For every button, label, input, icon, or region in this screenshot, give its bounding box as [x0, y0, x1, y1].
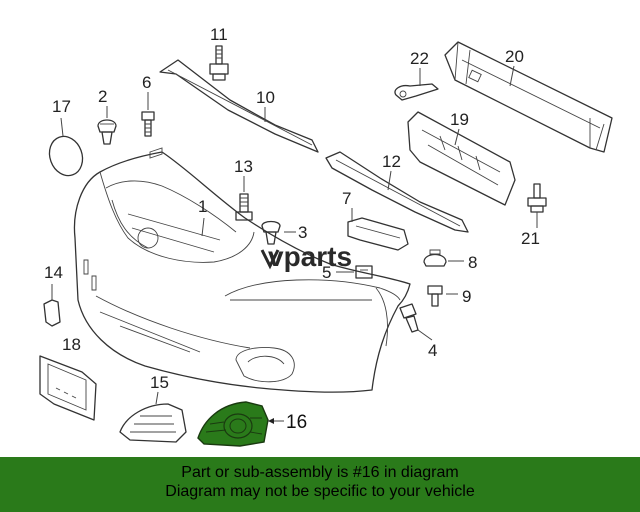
svg-text:17: 17 — [52, 97, 71, 116]
clip-part-8 — [423, 249, 447, 267]
callout-20: 20 — [505, 47, 524, 87]
svg-text:21: 21 — [521, 229, 540, 248]
svg-text:1: 1 — [198, 197, 207, 216]
callout-21: 21 — [521, 212, 540, 248]
parts-diagram: 20 22 19 21 10 — [39, 25, 613, 447]
callout-16: 16 — [268, 412, 307, 433]
svg-text:14: 14 — [44, 263, 63, 282]
callout-4: 4 — [417, 329, 437, 360]
footer-disclaimer: Diagram may not be specific to your vehi… — [165, 483, 475, 500]
svg-text:11: 11 — [210, 25, 228, 44]
svg-text:vparts: vparts — [268, 241, 352, 272]
svg-text:8: 8 — [468, 253, 477, 272]
footer-banner: Part or sub-assembly is #16 in diagram D… — [0, 457, 640, 512]
svg-text:22: 22 — [410, 49, 429, 68]
callout-5: 5 — [322, 263, 354, 282]
svg-text:12: 12 — [382, 152, 401, 171]
svg-text:5: 5 — [322, 263, 331, 282]
svg-text:19: 19 — [450, 110, 469, 129]
callout-3: 3 — [284, 223, 307, 242]
callout-7: 7 — [342, 189, 353, 222]
bracket-part-7 — [347, 217, 409, 251]
callout-2: 2 — [98, 87, 108, 118]
callout-22: 22 — [410, 49, 429, 86]
svg-text:20: 20 — [505, 47, 524, 66]
svg-text:16: 16 — [286, 412, 307, 433]
clip-part-2 — [97, 119, 117, 145]
callout-14: 14 — [44, 263, 63, 300]
bolt-part-6 — [141, 111, 155, 137]
svg-text:18: 18 — [62, 335, 81, 354]
svg-text:13: 13 — [234, 157, 253, 176]
bumper-reinforcement-part — [444, 41, 613, 153]
bolt-part-11 — [209, 45, 229, 81]
callout-13: 13 — [234, 157, 253, 192]
svg-text:10: 10 — [256, 88, 275, 107]
callout-18: 18 — [62, 335, 81, 354]
callout-1: 1 — [198, 197, 207, 237]
svg-text:15: 15 — [150, 373, 169, 392]
vparts-watermark: vparts — [260, 241, 352, 272]
bumper-cover-part — [73, 147, 411, 393]
fog-bezel-part-16 — [197, 401, 269, 447]
svg-text:6: 6 — [142, 73, 151, 92]
svg-text:7: 7 — [342, 189, 351, 208]
clip-part-5 — [355, 265, 373, 279]
cap-part-17 — [48, 135, 84, 177]
energy-absorber-part — [407, 111, 516, 206]
callout-17: 17 — [52, 97, 71, 137]
callout-10: 10 — [256, 88, 275, 122]
svg-text:9: 9 — [462, 287, 471, 306]
svg-text:2: 2 — [98, 87, 107, 106]
screw-part-4 — [399, 303, 419, 333]
callout-12: 12 — [382, 152, 401, 191]
callout-6: 6 — [142, 73, 151, 110]
callout-15: 15 — [150, 373, 169, 405]
svg-text:4: 4 — [428, 341, 437, 360]
callout-8: 8 — [448, 253, 477, 272]
license-bracket-part-18 — [39, 355, 97, 421]
footer-part-note: Part or sub-assembly is #16 in diagram — [181, 464, 459, 481]
fog-cover-part-15 — [119, 403, 187, 443]
bolt-part-21 — [527, 183, 547, 213]
callout-11: 11 — [210, 25, 228, 44]
side-retainer-part-12 — [325, 151, 469, 233]
cover-part-14 — [43, 299, 61, 327]
bolt-part-13 — [235, 193, 253, 221]
bracket-part-22 — [394, 83, 439, 101]
callout-19: 19 — [450, 110, 469, 146]
bolt-part-9 — [427, 285, 443, 307]
clip-part-3 — [261, 220, 281, 245]
svg-text:3: 3 — [298, 223, 307, 242]
callout-9: 9 — [446, 287, 471, 306]
retainer-strip-part-10 — [159, 59, 319, 153]
